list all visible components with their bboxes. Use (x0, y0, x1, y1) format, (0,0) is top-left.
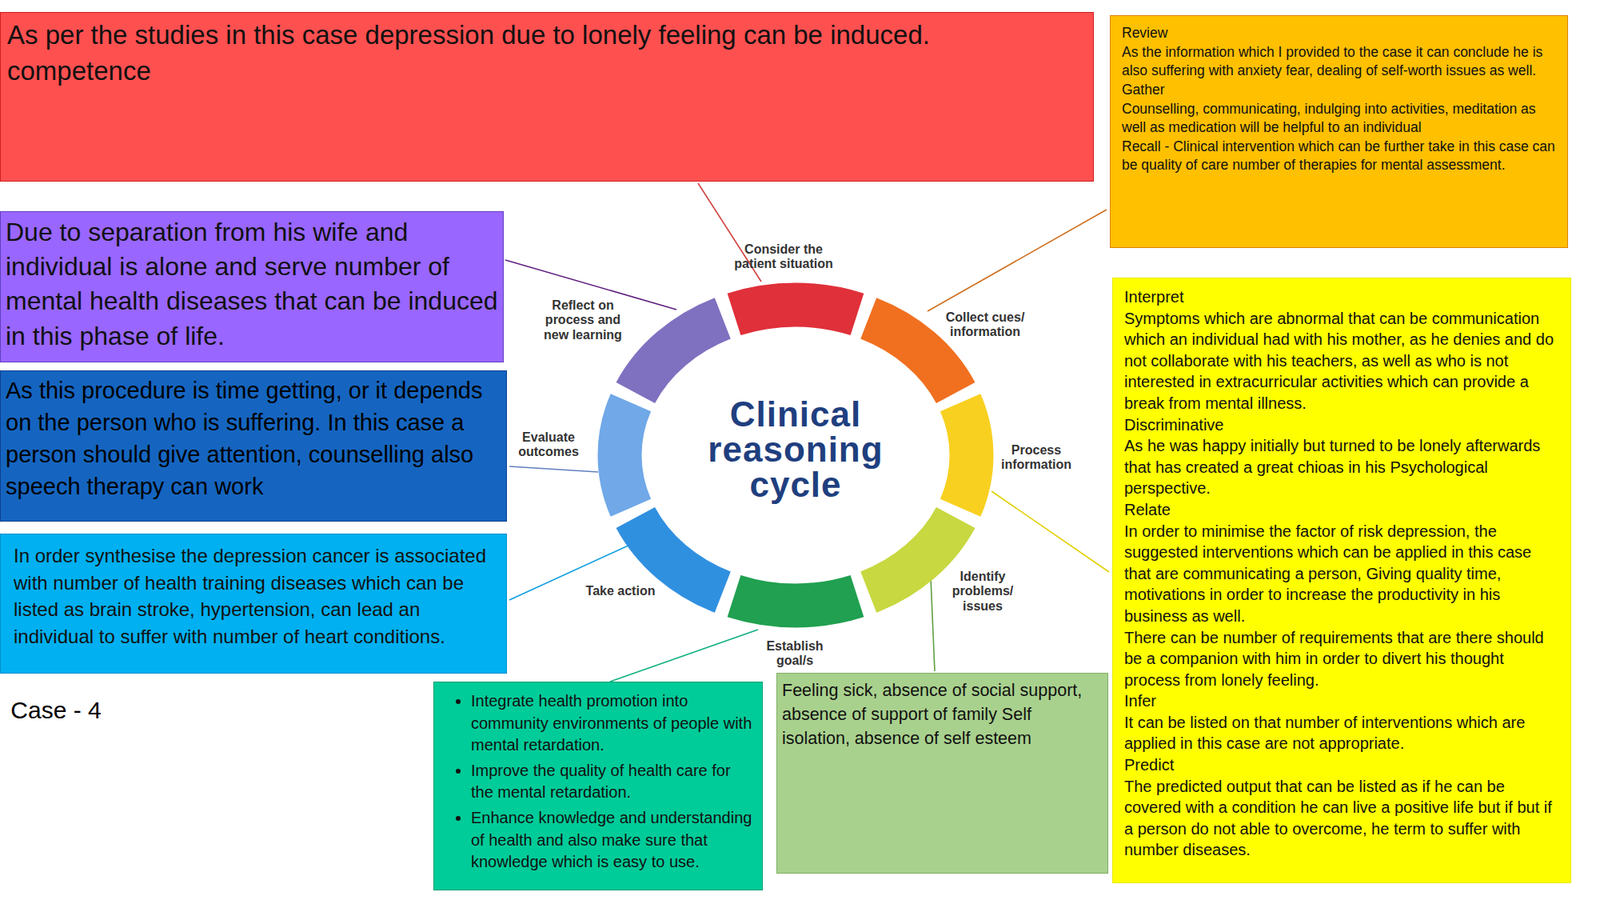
ring-segment (960, 402, 972, 508)
box-text: Interpret (1124, 286, 1560, 308)
box-text: In order synthesise the depression cance… (13, 542, 494, 650)
box-text: Due to separation from his wife and indi… (5, 215, 499, 354)
leader-line (930, 577, 935, 671)
box-text: Symptoms which are abnormal that can be … (1124, 307, 1560, 415)
box-text: The predicted output that can be listed … (1124, 775, 1560, 861)
center-title: Clinical reasoning cycle (687, 396, 904, 503)
text-box: In order synthesise the depression cance… (0, 533, 507, 674)
leader-line (509, 466, 599, 472)
box-text: Discriminative (1124, 414, 1560, 436)
box-text: competence (7, 53, 1087, 90)
cycle-step-label: Identify problems/ issues (938, 569, 1027, 614)
box-text: Infer (1124, 690, 1560, 712)
box-text: Recall - Clinical intervention which can… (1121, 137, 1557, 176)
box-text: Predict (1124, 754, 1560, 776)
text-box: As this procedure is time getting, or it… (0, 370, 507, 522)
box-text: Gather (1121, 80, 1557, 100)
leader-line (610, 629, 759, 682)
case-label: Case - 4 (0, 696, 112, 725)
ring-segment (635, 517, 723, 592)
ring-segment (734, 595, 858, 606)
box-text: Integrate health promotion into communit… (470, 690, 755, 757)
text-box: Due to separation from his wife and indi… (0, 211, 504, 363)
box-text: As the information which I provided to t… (1121, 43, 1557, 81)
ring-segment (619, 402, 631, 508)
box-text: It can be listed on that number of inter… (1124, 711, 1560, 755)
box-text: There can be number of requirements that… (1124, 626, 1560, 691)
box-text: Enhance knowledge and understanding of h… (470, 806, 755, 874)
box-text: Counselling, communicating, indulging in… (1121, 99, 1557, 138)
cycle-step-label: Process information (992, 442, 1081, 473)
cycle-step-label: Reflect on process and new learning (534, 298, 631, 343)
box-text: Review (1121, 23, 1557, 44)
box-text: Relate (1124, 498, 1560, 521)
ring-segment (868, 318, 956, 393)
text-box: InterpretSymptoms which are abnormal tha… (1112, 277, 1572, 883)
box-text: As per the studies in this case depressi… (7, 17, 1087, 54)
box-text: In order to minimise the factor of risk … (1124, 520, 1560, 627)
text-box: ReviewAs the information which I provide… (1109, 15, 1569, 248)
box-text: Improve the quality of health care for t… (470, 759, 755, 804)
cycle-ring (619, 304, 972, 606)
cycle-step-label: Establish goal/s (746, 638, 843, 669)
cycle-step-label: Collect cues/ information (933, 310, 1038, 340)
box-text: As this procedure is time getting, or it… (5, 374, 502, 503)
ring-segment (635, 318, 723, 393)
ring-segment (868, 517, 956, 592)
bullet-list: Integrate health promotion into communit… (446, 690, 755, 874)
box-text: Feeling sick, absence of social support,… (782, 678, 1103, 751)
leader-line (991, 490, 1110, 572)
cycle-step-label: Consider the patient situation (731, 242, 836, 272)
text-box: Feeling sick, absence of social support,… (776, 672, 1109, 874)
leader-line (927, 209, 1107, 312)
box-text: As he was happy initially but turned to … (1124, 434, 1560, 499)
text-box: As per the studies in this case depressi… (0, 11, 1094, 182)
cycle-step-label: Take action (568, 583, 673, 599)
ring-segment (734, 304, 858, 315)
cycle-step-label: Evaluate outcomes (504, 430, 593, 460)
text-box: Integrate health promotion into communit… (433, 681, 763, 890)
